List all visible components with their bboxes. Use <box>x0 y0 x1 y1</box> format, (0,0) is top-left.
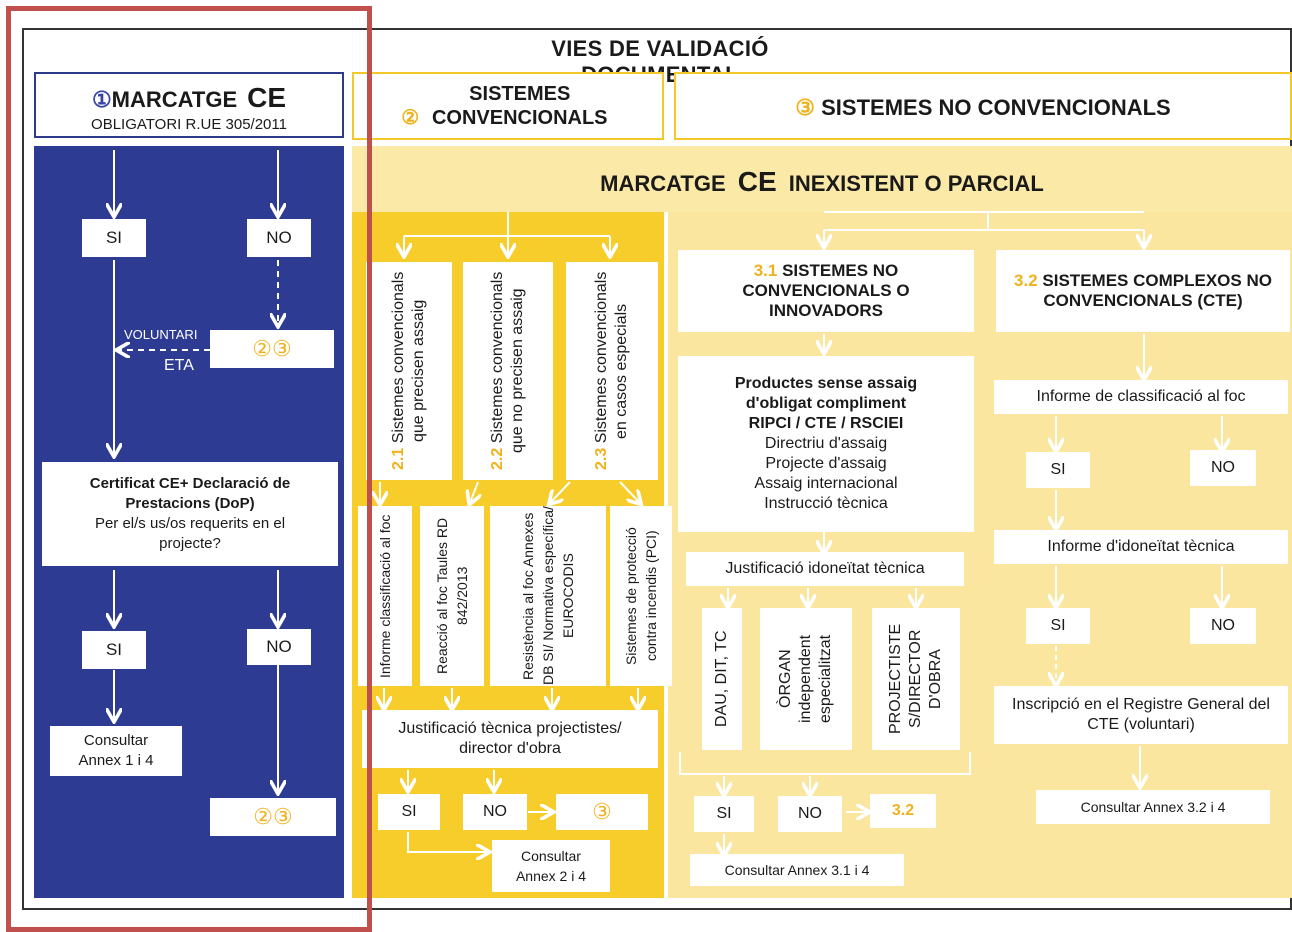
col1-header: ①MARCATGE CE OBLIGATORI R.UE 305/2011 <box>34 72 344 138</box>
band-pre: MARCATGE <box>600 171 726 196</box>
s31-title: SISTEMES NO CONVENCIONALS O INNOVADORS <box>742 261 910 320</box>
products-item: Projecte d'assaig <box>765 455 887 472</box>
col3-circle: ③ <box>795 95 815 120</box>
s32-title: SISTEMES COMPLEXOS NO CONVENCIONALS (CTE… <box>1042 271 1272 310</box>
s32-informe-foc: Informe de classificació al foc <box>994 380 1288 414</box>
s23-label: Sistemes convencionals en casos especial… <box>593 271 630 444</box>
s31-justif: Justificació idoneïtat tècnica <box>686 552 964 586</box>
ce-band: MARCATGE CE INEXISTENT O PARCIAL <box>352 146 1292 212</box>
s22-label: Sistemes convencionals que no precisen a… <box>489 271 526 454</box>
col2-header: ② SISTEMES CONVENCIONALS <box>352 72 664 140</box>
col1-consult: Consultar Annex 1 i 4 <box>50 726 182 776</box>
s32-no1: NO <box>1190 450 1256 486</box>
s22-num: 2.2 <box>489 447 506 471</box>
s31-title-box: 3.1 SISTEMES NO CONVENCIONALS O INNOVADO… <box>678 250 974 332</box>
products-item: Directriu d'assaig <box>764 435 888 452</box>
col2-si: SI <box>378 794 440 830</box>
cert-question: Per el/s us/os requerits en el projecte? <box>94 515 286 552</box>
subsystem-2-3: 2.3 Sistemes convencionals en casos espe… <box>566 262 658 480</box>
col1-no-bottom: NO <box>247 629 311 665</box>
col1-si-top: SI <box>82 219 146 257</box>
products-item: Assaig internacional <box>754 475 898 492</box>
col2-ref: ③ <box>556 794 648 830</box>
s31-consult: Consultar Annex 3.1 i 4 <box>690 854 904 886</box>
item-pci: Sistemes de protecció contra incendis (P… <box>610 506 672 686</box>
item-reaccio-foc: Reacció al foc Taules RD 842/2013 <box>420 506 484 686</box>
s32-registre: Inscripció en el Registre General del CT… <box>994 686 1288 744</box>
s31-si: SI <box>694 796 754 832</box>
voluntari-label: VOLUNTARI <box>124 327 198 342</box>
item-resistencia-foc: Resistència al foc Annexes DB SI/ Normat… <box>490 506 606 686</box>
highlight-frame <box>6 6 372 932</box>
col3-header: ③ SISTEMES NO CONVENCIONALS <box>674 72 1292 140</box>
s23-num: 2.3 <box>593 447 610 471</box>
col1-no-top: NO <box>247 219 311 257</box>
s32-num: 3.2 <box>1014 271 1038 290</box>
col2-circle: ② <box>401 107 420 129</box>
products-regs: RIPCI / CTE / RSCIEI <box>748 415 904 432</box>
subsystem-2-2: 2.2 Sistemes convencionals que no precis… <box>463 262 553 480</box>
ce-mark: CE <box>247 82 287 113</box>
col1-ref-top: ②③ <box>210 330 334 368</box>
s32-si1: SI <box>1026 452 1090 488</box>
s31-num: 3.1 <box>753 261 778 280</box>
products-box: Productes sense assaig d'obligat complim… <box>678 356 974 532</box>
s32-informe-idon: Informe d'idoneïtat tècnica <box>994 530 1288 564</box>
s21-num: 2.1 <box>390 447 407 471</box>
s31-no: NO <box>778 796 842 832</box>
col1-si-bottom: SI <box>82 631 146 669</box>
col2-consult: Consultar Annex 2 i 4 <box>492 840 610 892</box>
s32-title-box: 3.2 SISTEMES COMPLEXOS NO CONVENCIONALS … <box>996 250 1290 332</box>
s32-no2: NO <box>1190 608 1256 644</box>
products-title: Productes sense assaig d'obligat complim… <box>734 375 918 412</box>
org-independent: ÒRGAN independent especialitzat <box>760 608 852 750</box>
certificat-box: Certificat CE+ Declaració de Prestacions… <box>42 462 338 566</box>
col1-subheading: OBLIGATORI R.UE 305/2011 <box>91 116 287 133</box>
col1-ref-bottom: ②③ <box>210 798 336 836</box>
band-ce-mark: CE <box>737 166 777 197</box>
s32-consult: Consultar Annex 3.2 i 4 <box>1036 790 1270 824</box>
col1-circle: ① <box>91 87 112 112</box>
col2-justification: Justificació tècnica projectistes/ direc… <box>362 710 658 768</box>
s21-label: Sistemes convencionals que precisen assa… <box>390 271 427 444</box>
band-post: INEXISTENT O PARCIAL <box>788 171 1044 196</box>
col1-heading: MARCATGE <box>111 87 238 112</box>
s31-ref: 3.2 <box>870 794 936 828</box>
s32-si2: SI <box>1026 608 1090 644</box>
subsystem-2-1: 2.1 Sistemes convencionals que precisen … <box>366 262 452 480</box>
org-dau: DAU, DIT, TC <box>702 608 742 750</box>
products-item: Instrucció tècnica <box>764 495 888 512</box>
col3-heading: SISTEMES NO CONVENCIONALS <box>821 95 1171 120</box>
org-projectiste: PROJECTISTE S/DIRECTOR D'OBRA <box>872 608 960 750</box>
col2-no: NO <box>463 794 527 830</box>
cert-title: Certificat CE+ Declaració de Prestacions… <box>89 475 291 512</box>
eta-label: ETA <box>164 357 194 374</box>
col2-heading: SISTEMES CONVENCIONALS <box>431 83 608 129</box>
